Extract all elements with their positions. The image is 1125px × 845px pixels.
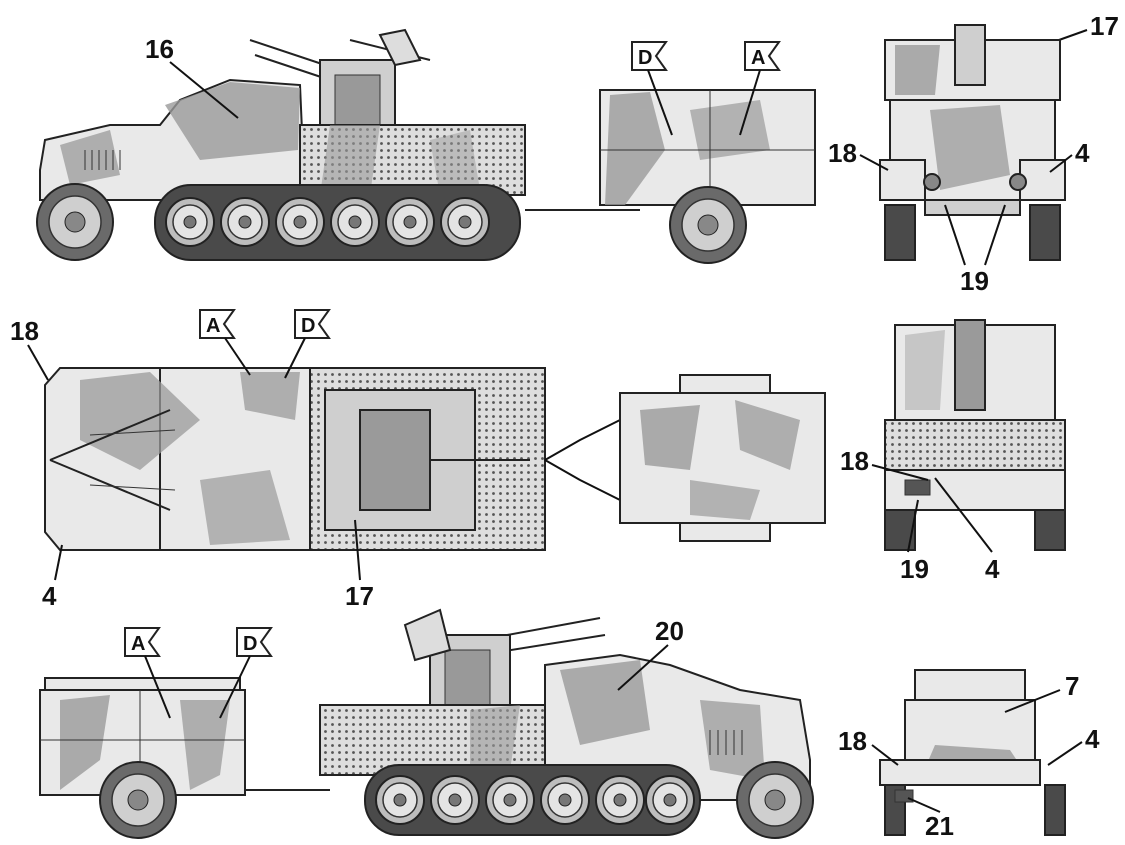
svg-text:D: D <box>638 47 652 69</box>
callout-16: 16 <box>145 34 174 64</box>
callout-7: 7 <box>1065 671 1079 701</box>
flag-D-bottom: D <box>219 627 273 719</box>
callout-4-plan: 4 <box>42 581 57 611</box>
svg-text:A: A <box>206 315 220 337</box>
callout-18-plan: 18 <box>10 316 39 346</box>
svg-text:D: D <box>243 633 257 655</box>
flag-A-plan: A <box>199 309 251 376</box>
callout-17-plan: 17 <box>345 581 374 611</box>
callout-19-front: 19 <box>960 266 989 296</box>
plan-view <box>44 367 826 551</box>
callout-18-rear: 18 <box>840 446 869 476</box>
callout-19-rear: 19 <box>900 554 929 584</box>
callout-20: 20 <box>655 616 684 646</box>
side-view-top <box>36 28 816 264</box>
flag-D-plan: D <box>284 309 331 379</box>
front-view <box>879 24 1066 261</box>
flak-gun-top <box>249 28 431 126</box>
flak-gun-bottom <box>403 608 606 706</box>
front-wheel <box>36 183 114 261</box>
rear-view <box>884 319 1066 551</box>
flag-A-bottom: A <box>124 627 171 719</box>
svg-text:D: D <box>301 315 315 337</box>
side-view-bottom <box>39 608 814 839</box>
trailer-rear-view <box>879 669 1066 836</box>
svg-text:A: A <box>751 47 765 69</box>
callout-17-front: 17 <box>1090 11 1119 41</box>
callout-4-rear: 4 <box>985 554 1000 584</box>
grille <box>84 150 121 170</box>
callout-4-trailer: 4 <box>1085 724 1100 754</box>
callout-18-front: 18 <box>828 138 857 168</box>
callout-4-front: 4 <box>1075 138 1090 168</box>
callout-18-trailer: 18 <box>838 726 867 756</box>
svg-text:A: A <box>131 633 145 655</box>
flag-A-top: A <box>739 41 781 136</box>
callout-21: 21 <box>925 811 954 841</box>
flag-D-top: D <box>631 41 673 136</box>
